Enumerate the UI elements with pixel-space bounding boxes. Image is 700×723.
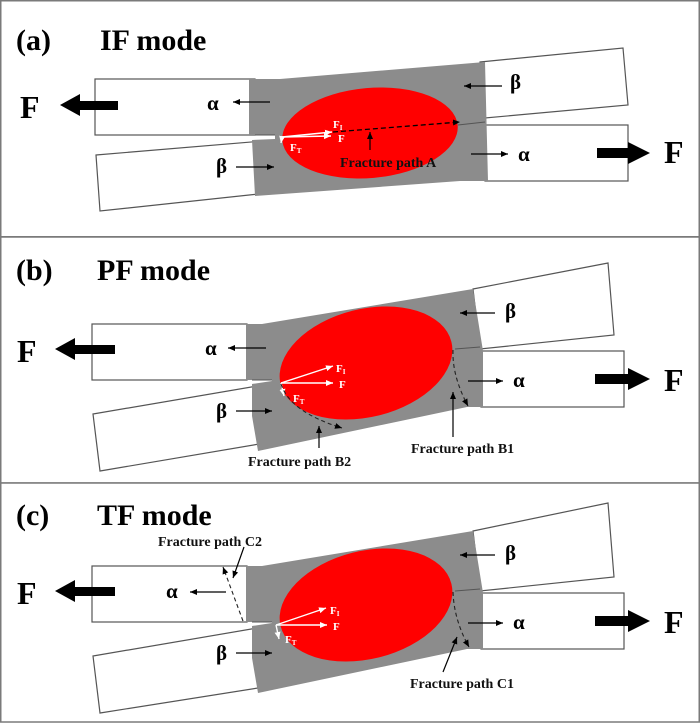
panel-b-alpha-label-left: α: [205, 336, 217, 360]
panel-b-vector-fi: [280, 365, 334, 384]
panel-a-vector-f-label: F: [338, 133, 345, 145]
panel-b-force-arrow-right: [595, 368, 650, 390]
panel-b-title: PF mode: [97, 254, 210, 287]
panel-c-fracture-path-c1-pointer: [442, 636, 458, 673]
panel-c: (c) TF mode F F α β β α FI F FT Fracture…: [0, 482, 700, 723]
panel-c-fracture-path-c1-label: Fracture path C1: [410, 677, 514, 692]
panel-a-vector-ft-label: FT: [290, 142, 302, 155]
panel-a-title: IF mode: [100, 24, 206, 57]
panel-a-force-arrow-left: [60, 94, 118, 116]
panel-c-tag: (c): [16, 499, 49, 532]
panel-b-vector-f-label: F: [339, 379, 346, 391]
panel-a-fracture-path-a-line: [332, 119, 461, 133]
panel-a-fracture-path-a-label: Fracture path A: [340, 156, 437, 171]
panel-c-nugget: [279, 548, 453, 662]
panel-c-fracture-path-c2-line: [222, 566, 244, 622]
panel-c-alpha-label-right: α: [513, 610, 525, 634]
panel-a-force-label-left: F: [20, 89, 40, 125]
panel-a-force-label-right: F: [664, 134, 684, 170]
panel-b-force-label-left: F: [17, 333, 37, 369]
panel-b-notch-right: [454, 346, 481, 350]
panel-b-tag: (b): [16, 254, 53, 287]
panel-a-alpha-label-right: α: [518, 142, 530, 166]
panel-c-vector-ft: [274, 624, 281, 640]
panel-a-vector-f: [281, 133, 332, 140]
panel-c-alpha-plate-left: [91, 565, 248, 623]
panel-b-beta-label-left: β: [216, 399, 227, 423]
panel-a-alpha-plate-left: [94, 78, 256, 136]
panel-c-notch-right: [454, 588, 481, 592]
panel-a-beta-label-right: β: [510, 70, 521, 94]
panel-c-vector-fi: [275, 607, 327, 626]
panel-b: (b) PF mode F F α β β α FI F FT Fracture…: [0, 236, 700, 484]
panel-b-alpha-label-right: α: [513, 368, 525, 392]
panel-a-alpha-label-left: α: [207, 91, 219, 115]
panel-b-nugget: [279, 306, 453, 420]
panel-c-fracture-path-c1-line: [452, 591, 470, 648]
panel-a-beta-label-left: β: [216, 154, 227, 178]
panel-c-force-label-right: F: [664, 604, 684, 640]
panel-b-beta-label-right: β: [505, 299, 516, 323]
panel-b-vector-ft-label: FT: [293, 393, 305, 406]
panel-a-vector-fi-label: FI: [333, 119, 343, 132]
panel-c-force-arrow-left: [55, 580, 115, 602]
panel-c-alpha-label-left: α: [166, 579, 178, 603]
panel-a-tag: (a): [16, 24, 51, 57]
panel-c-vector-ft-label: FT: [285, 634, 297, 647]
panel-c-force-arrow-right: [595, 610, 650, 632]
panel-a-force-arrow-right: [597, 142, 650, 164]
panel-c-beta-label-right: β: [505, 541, 516, 565]
panel-a: (a) IF mode F F α β β α FI: [0, 0, 700, 238]
panel-b-vector-fi-label: FI: [336, 363, 346, 376]
panel-a-vector-ft: [279, 135, 286, 144]
panel-c-vector-fi-label: FI: [330, 605, 340, 618]
panel-b-force-label-right: F: [664, 362, 684, 398]
panel-c-vector-f-label: F: [333, 621, 340, 633]
panel-c-fracture-path-c2-label: Fracture path C2: [158, 535, 262, 550]
panel-a-notch-right: [457, 121, 486, 126]
panel-c-fracture-path-c2-pointer: [232, 546, 245, 579]
panel-b-fracture-path-b1-label: Fracture path B1: [411, 442, 514, 457]
panel-c-title: TF mode: [97, 499, 212, 532]
panel-c-beta-label-left: β: [216, 641, 227, 665]
panel-b-fracture-path-b2-label: Fracture path B2: [248, 455, 351, 470]
panel-b-force-arrow-left: [55, 338, 115, 360]
panel-c-force-label-left: F: [17, 575, 37, 611]
panel-b-alpha-plate-left: [91, 323, 248, 381]
